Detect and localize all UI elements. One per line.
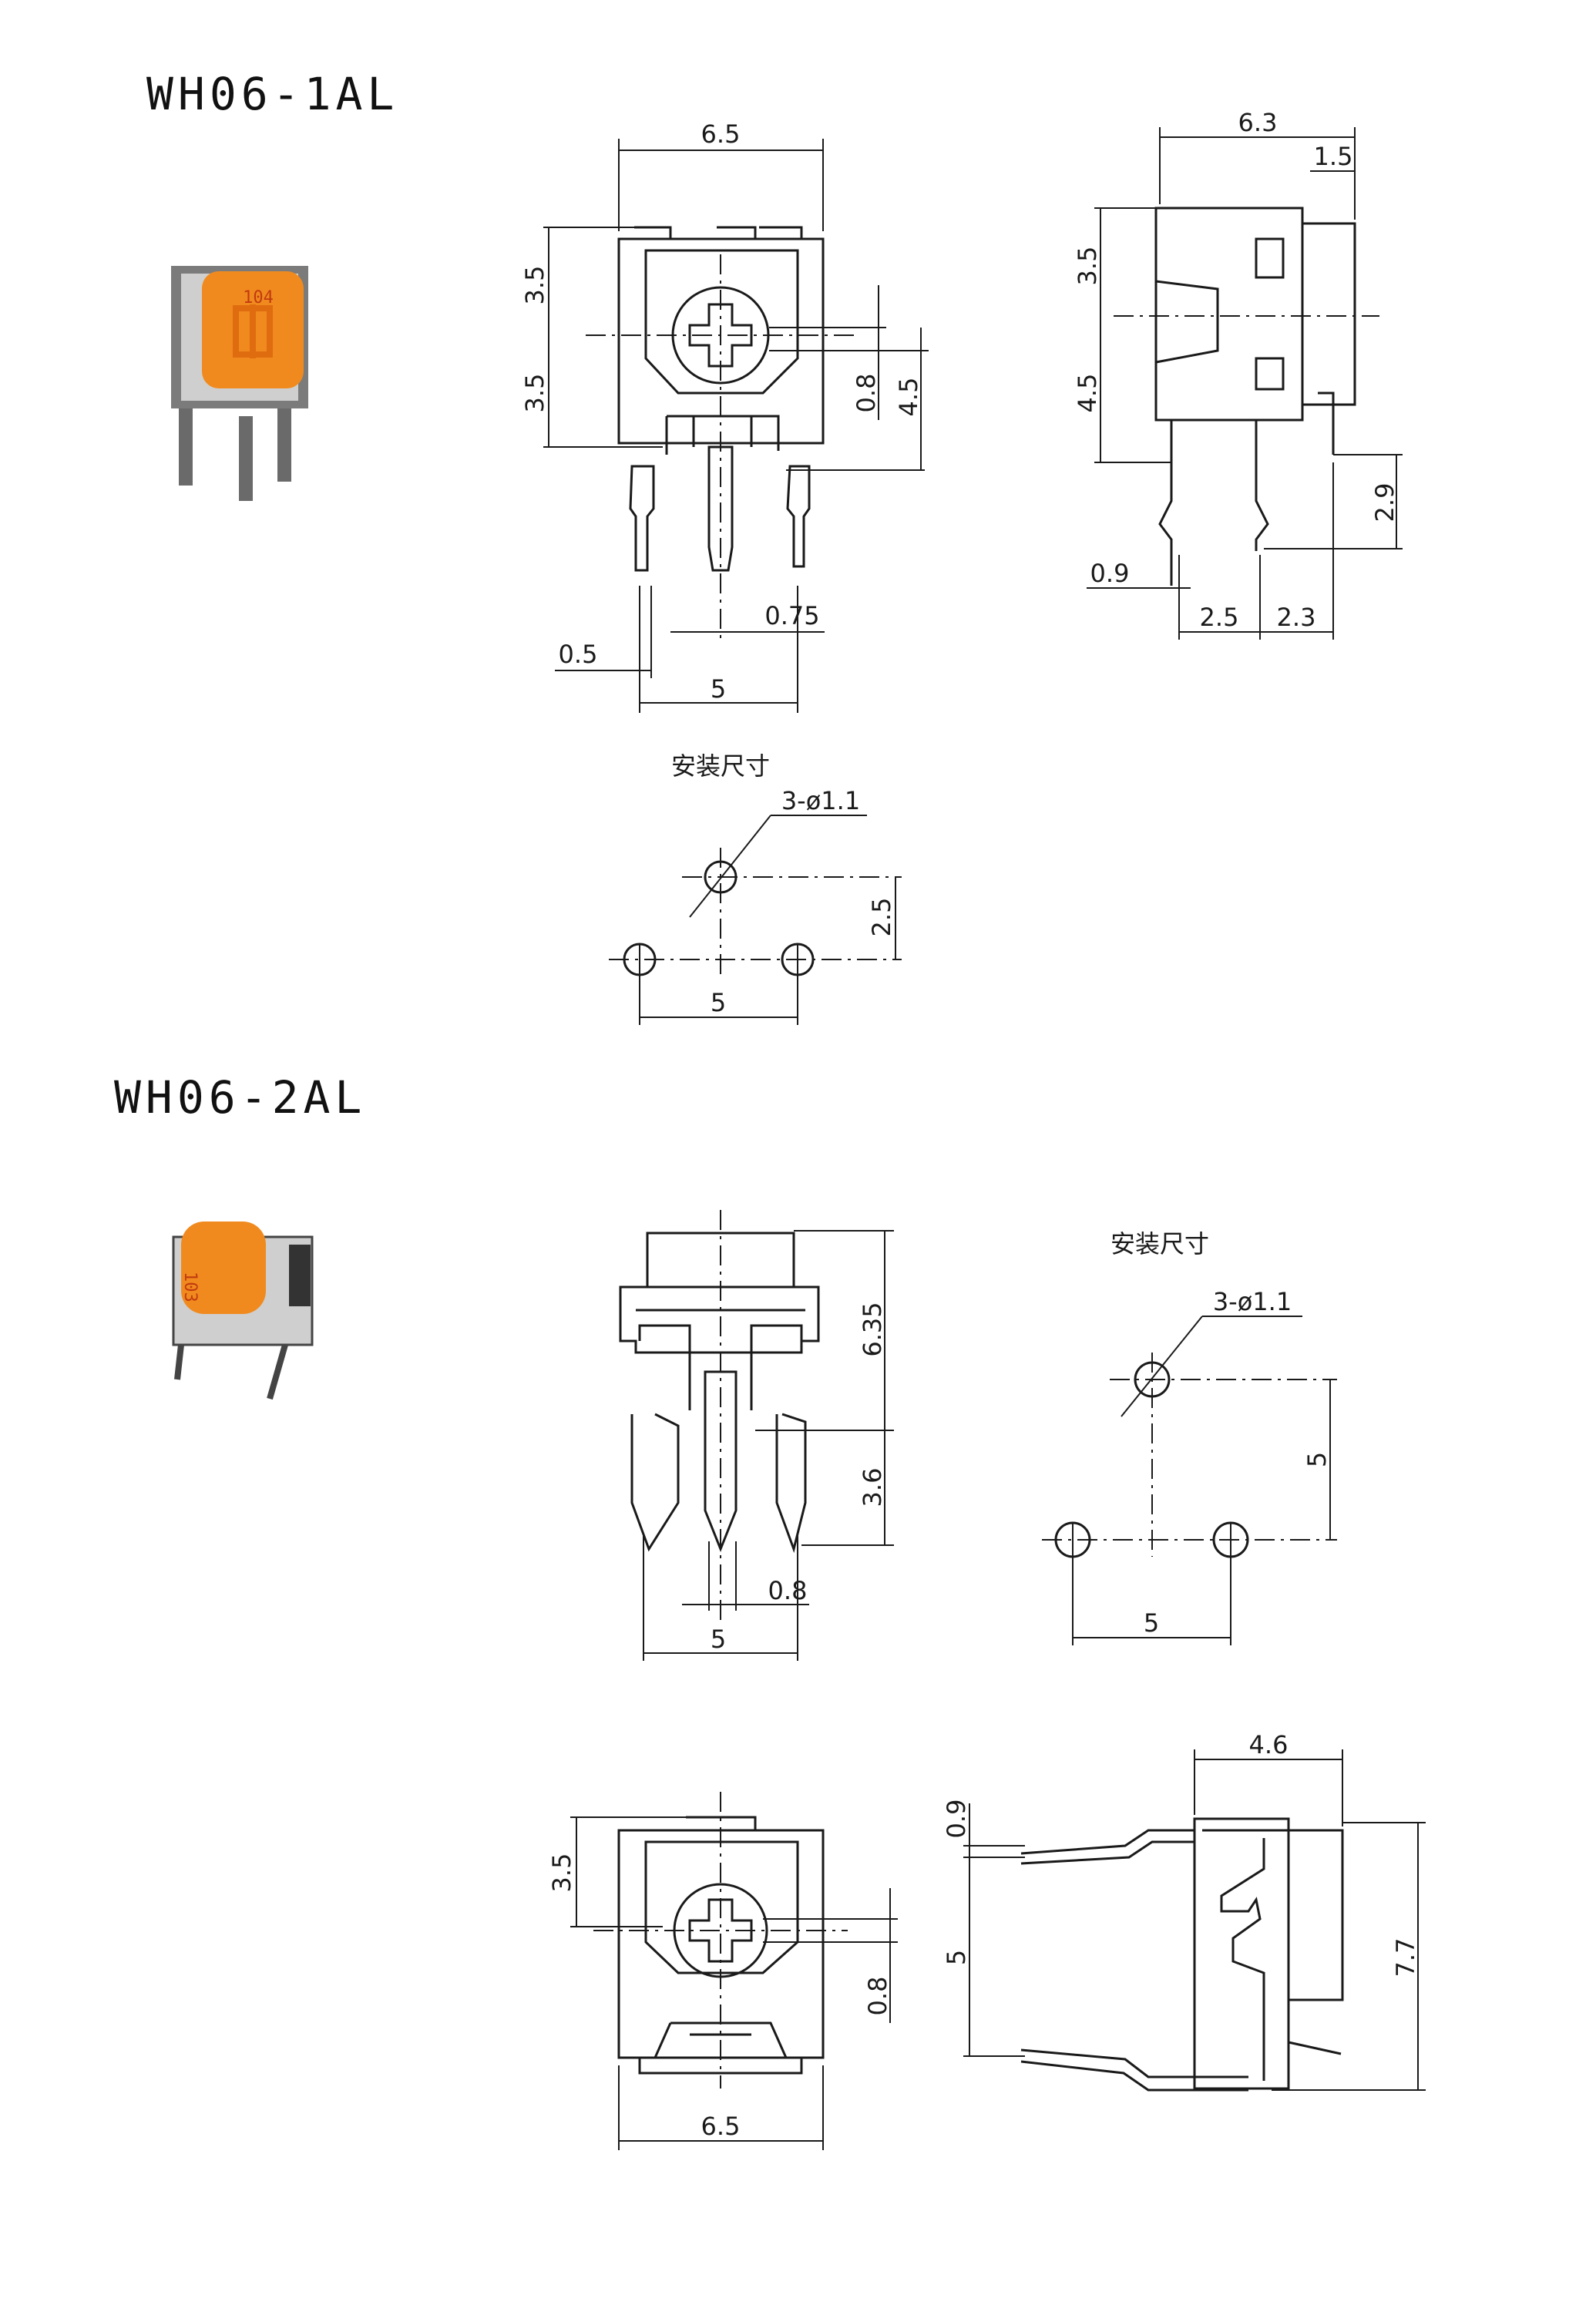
hole-spec-1al: 3-ø1.1 [781, 786, 860, 815]
photo-code-1al: 104 [243, 288, 274, 307]
dim-1al-front-pin-w: 0.75 [764, 601, 819, 630]
dim-1al-side-p2: 2.3 [1277, 603, 1316, 632]
dim-2al-side-height: 7.7 [1391, 1938, 1420, 1978]
dim-1al-mount-pitch: 5 [711, 988, 726, 1017]
dim-2al-front-pitch: 5 [711, 1625, 726, 1654]
dim-1al-front-pitch: 5 [711, 674, 726, 704]
dim-1al-side-lower: 4.5 [1073, 374, 1102, 413]
model-title-1: WH06-1AL [146, 68, 399, 120]
photo-component-1al: 104 [171, 266, 308, 501]
dim-2al-mount-pitch: 5 [1144, 1608, 1159, 1638]
dim-1al-side-p1: 2.5 [1200, 603, 1239, 632]
dim-1al-front-width: 6.5 [701, 119, 741, 149]
front-view-2al: 6.35 3.6 0.8 5 [619, 1210, 894, 1661]
side-view-2al: 4.6 0.9 5 7.7 [942, 1730, 1426, 2092]
dim-2al-front-pins: 3.6 [858, 1468, 887, 1507]
dim-2al-top-shaft-off: 0.8 [863, 1977, 892, 2016]
hole-spec-2al: 3-ø1.1 [1213, 1287, 1292, 1316]
front-view-1al: 6.5 3.5 3.5 0.8 4.5 0.5 0.75 5 [520, 119, 929, 713]
dim-1al-side-upper: 3.5 [1073, 247, 1102, 286]
dim-2al-mount-row: 5 [1302, 1452, 1332, 1467]
dim-2al-side-depth: 4.6 [1249, 1730, 1289, 1759]
dim-1al-side-knob: 1.5 [1314, 142, 1353, 171]
dim-1al-front-height: 4.5 [894, 378, 923, 417]
model-title-2: WH06-2AL [114, 1071, 367, 1124]
dim-2al-top-upper: 3.5 [547, 1853, 576, 1893]
dim-2al-front-pin-w: 0.8 [768, 1576, 808, 1605]
mount-label-1al: 安装尺寸 [671, 751, 770, 781]
side-view-1al: 6.3 1.5 3.5 4.5 2.9 0.9 2.5 2.3 [1073, 108, 1403, 640]
dim-1al-front-pin-t: 0.5 [559, 640, 598, 669]
dim-1al-mount-row: 2.5 [867, 898, 896, 937]
dim-1al-front-upper: 3.5 [520, 266, 549, 305]
dim-1al-front-lower: 3.5 [520, 374, 549, 413]
mount-view-2al: 安装尺寸 3-ø1.1 5 5 [1042, 1229, 1337, 1645]
photo-component-2al: 103 [172, 1222, 314, 1400]
dim-2al-top-width: 6.5 [701, 2112, 741, 2141]
dim-2al-side-top: 0.9 [942, 1800, 971, 1839]
dim-1al-side-pin-t: 0.9 [1090, 559, 1130, 588]
dim-1al-side-depth: 6.3 [1238, 108, 1278, 137]
top-view-2al: 3.5 0.8 6.5 [547, 1792, 898, 2150]
dim-1al-side-pin-len: 2.9 [1370, 483, 1399, 523]
knob-orange [181, 1222, 266, 1314]
mount-view-1al: 安装尺寸 3-ø1.1 5 2.5 [609, 751, 902, 1025]
mount-label-2al: 安装尺寸 [1110, 1229, 1209, 1258]
dim-1al-front-shaft-off: 0.8 [852, 374, 881, 413]
photo-code-2al: 103 [180, 1272, 200, 1302]
dim-2al-front-body: 6.35 [858, 1302, 887, 1356]
dim-2al-side-mid: 5 [942, 1950, 971, 1965]
